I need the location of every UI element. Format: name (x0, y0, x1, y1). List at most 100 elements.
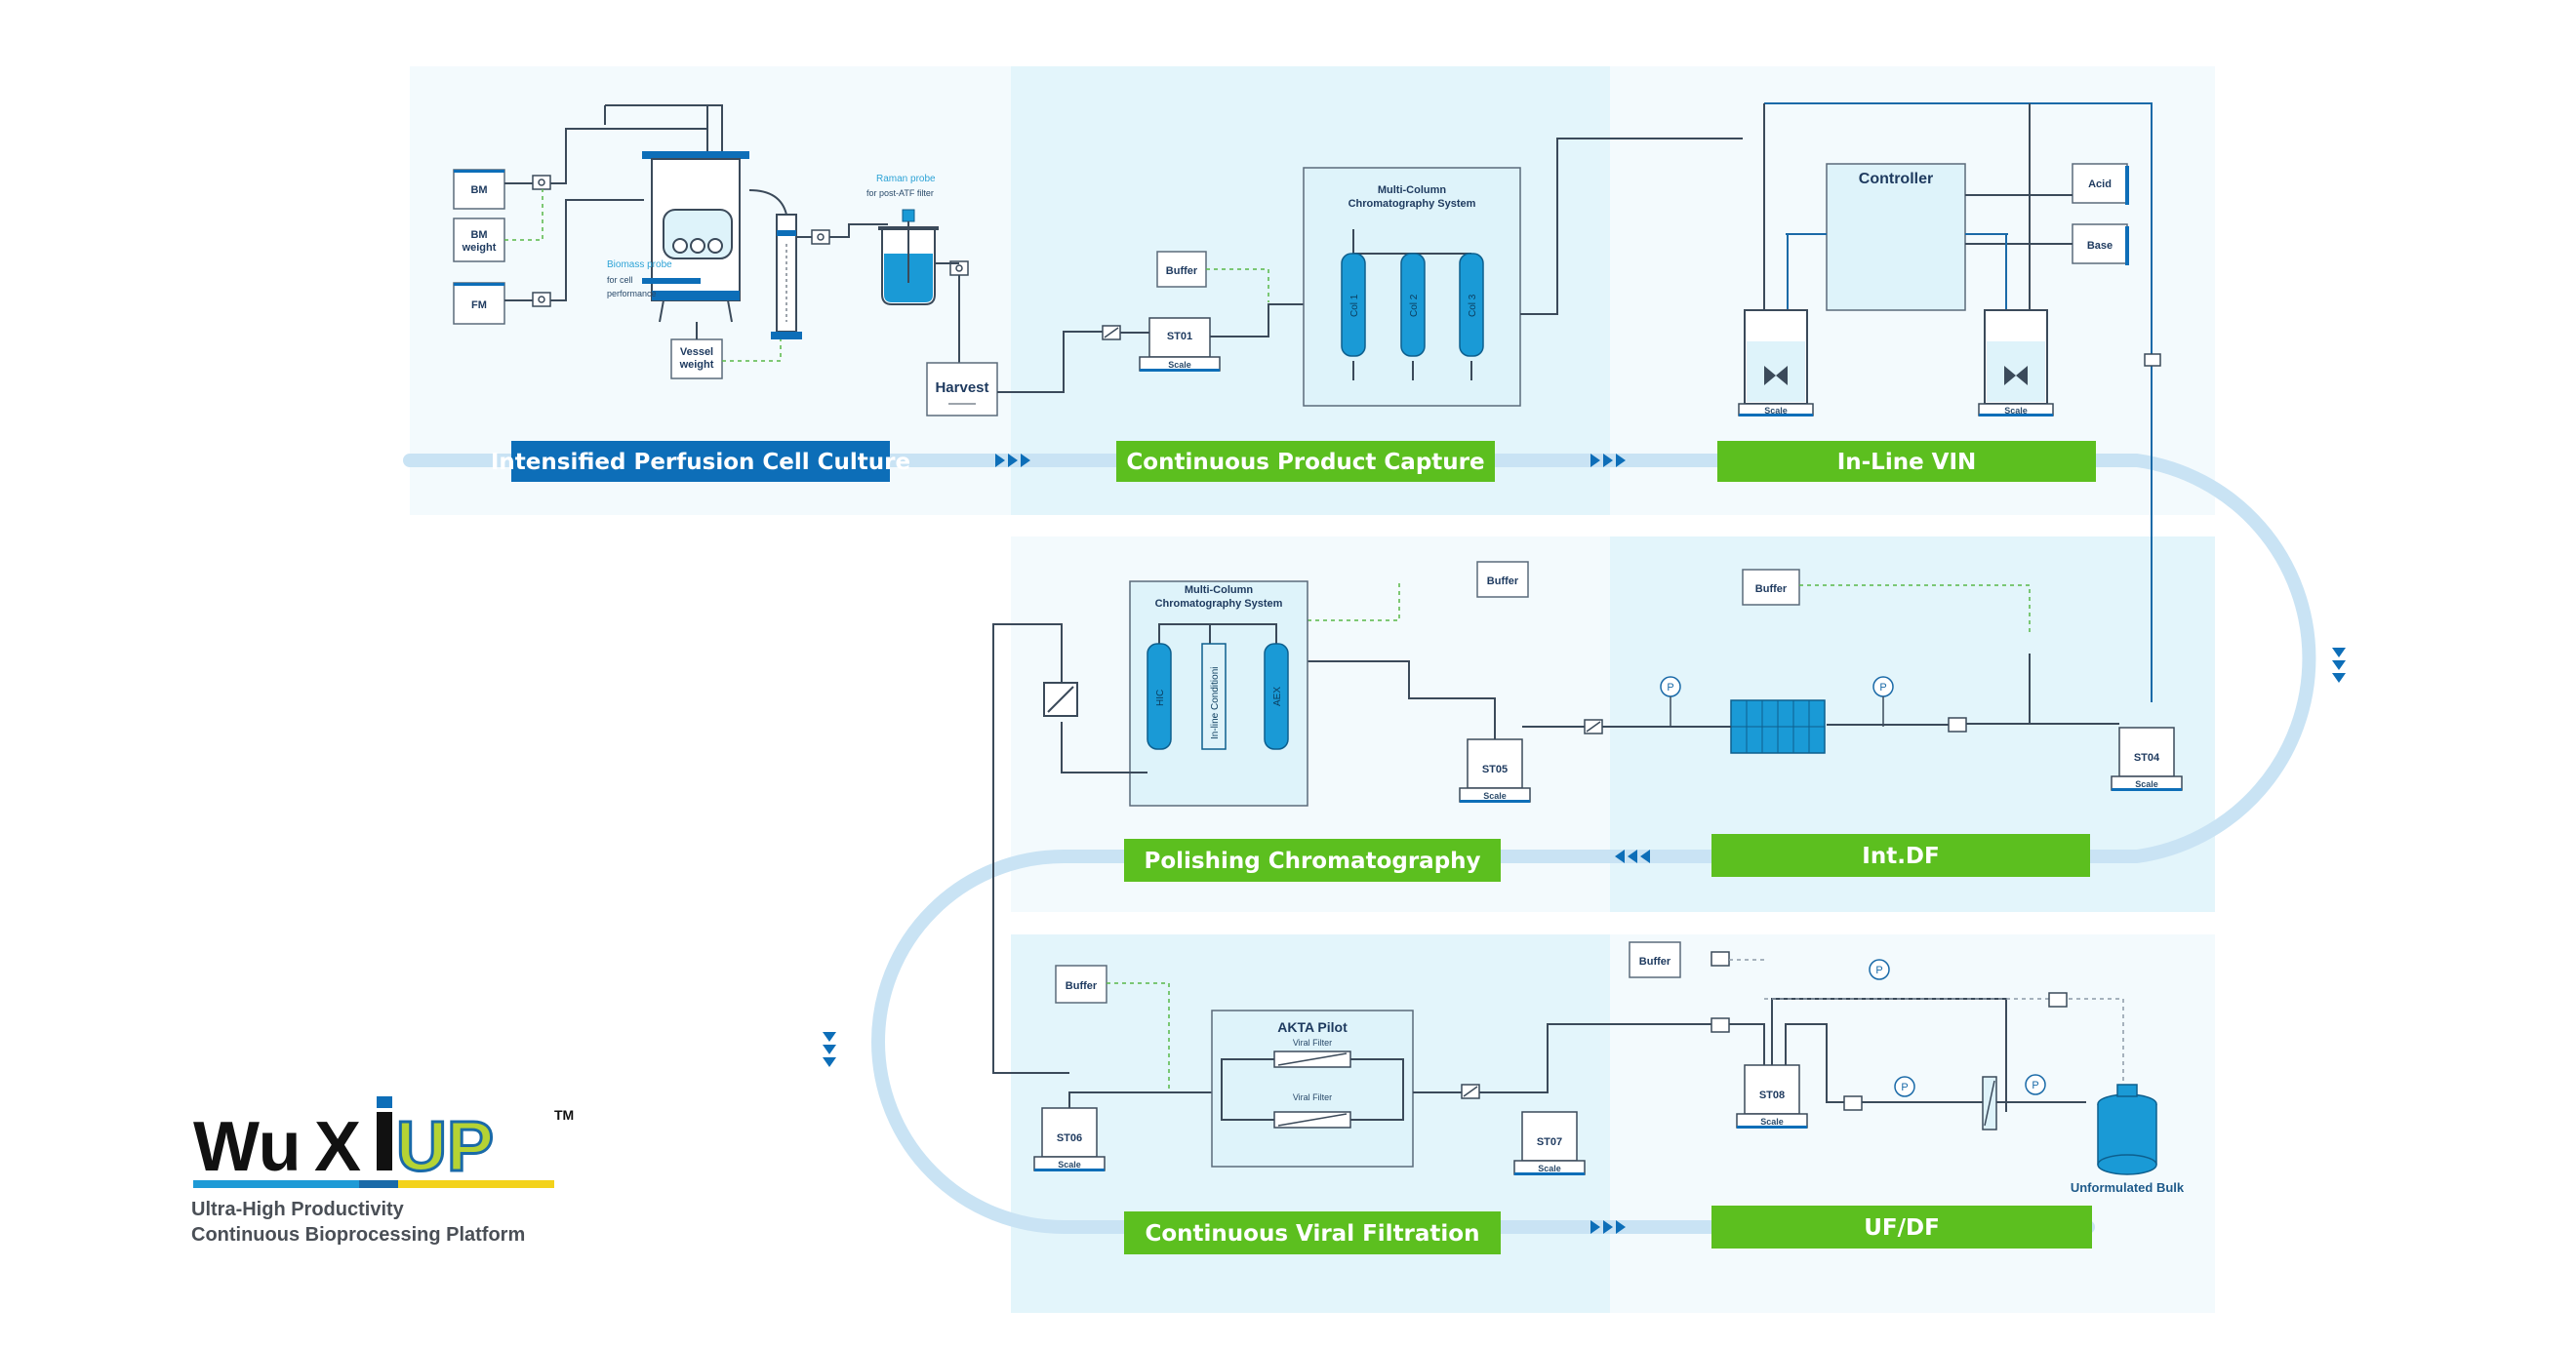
polishing-buffer-box: Buffer (1476, 561, 1529, 598)
mccs-capture-label-2: Chromatography System (1348, 198, 1476, 210)
controller-label: Controller (1859, 171, 1933, 187)
arrow-right-2 (1590, 454, 1626, 467)
st05-scale-label: Scale (1483, 791, 1507, 801)
st08-label: ST08 (1759, 1090, 1785, 1101)
capture-buffer-label: Buffer (1166, 265, 1198, 277)
polishing-section: Buffer Multi-Column Chromatography Syste… (992, 561, 1529, 1074)
intdf-buffer-label: Buffer (1755, 583, 1788, 595)
akta-label: AKTA Pilot (1277, 1019, 1348, 1035)
stage-label-s5: Polishing Chromatography (1144, 849, 1480, 874)
aex-label: AEX (1272, 687, 1283, 706)
acid-box: Acid (2072, 163, 2129, 205)
harvest-box: Harvest (926, 362, 998, 416)
stage-label-s6: Continuous Viral Filtration (1146, 1221, 1480, 1247)
st06-tank: ST06 Scale (1033, 1107, 1106, 1171)
st01-label: ST01 (1167, 331, 1192, 342)
base-label: Base (2087, 240, 2113, 252)
bm-weight-box: BM weight (453, 218, 505, 262)
raman-probe-label: Raman probe (876, 174, 936, 184)
logo-wu: Wu (193, 1108, 302, 1186)
mccs-polishing-label-2: Chromatography System (1155, 598, 1283, 610)
ufdf-buffer-label: Buffer (1639, 956, 1671, 968)
ufdf-pressure-label-1: P (1875, 965, 1882, 976)
base-box: Base (2072, 223, 2129, 265)
bm-box: BM (453, 169, 505, 210)
stage-viral-filtration: Continuous Viral Filtration (1124, 1211, 1501, 1254)
bioreactor (642, 151, 749, 323)
logo-bar-darkblue (359, 1180, 398, 1188)
intdf-buffer-box: Buffer (1742, 569, 1800, 606)
mccs-capture: Multi-Column Chromatography System Col 1… (1303, 167, 1521, 407)
st06-scale-label: Scale (1058, 1160, 1081, 1170)
int-df-section: Buffer ST04 Scale P P (1459, 569, 2183, 803)
st07-scale-label: Scale (1538, 1164, 1561, 1173)
atf-filter (748, 189, 802, 339)
st05-label: ST05 (1482, 764, 1508, 775)
viral-filtration-section: Buffer ST06 Scale AKTA Pilot Viral Filte… (1033, 965, 1719, 1175)
unformulated-bulk-label: Unformulated Bulk (2071, 1180, 2185, 1195)
st01-tank: ST01 Scale (1139, 317, 1221, 372)
pressure-indicators: P P (1660, 676, 1894, 727)
unformulated-bulk-tank: Unformulated Bulk (2071, 1084, 2185, 1195)
flow-arrows (823, 454, 2346, 1234)
stage-product-capture: Continuous Product Capture (1116, 441, 1495, 482)
inline-vin-section: Controller Acid Base Scale (1738, 102, 2161, 702)
stage-polishing: Polishing Chromatography (1124, 839, 1501, 882)
ufdf-pressure-indicators: P P P (1869, 959, 2046, 1097)
acid-label: Acid (2088, 178, 2112, 190)
viral-buffer-label: Buffer (1066, 980, 1098, 992)
logo-bar-blue (193, 1180, 359, 1188)
fm-label: FM (471, 299, 487, 311)
bm-weight-label-1: BM (470, 229, 487, 241)
controller-panel: Controller (1826, 163, 1966, 311)
harvest-label: Harvest (935, 379, 988, 396)
pressure-label-1: P (1667, 682, 1673, 694)
mccs-polishing: Multi-Column Chromatography System HIC I… (1129, 580, 1308, 807)
mccs-capture-label-1: Multi-Column (1378, 184, 1447, 196)
raman-probe-label-2: for post-ATF filter (866, 188, 934, 198)
polishing-buffer-label: Buffer (1487, 575, 1519, 587)
vin-left-scale-label: Scale (1764, 406, 1788, 416)
logo-tagline-2: Continuous Bioprocessing Platform (191, 1224, 525, 1246)
logo-up: UP (396, 1108, 494, 1186)
stage-intensified-perfusion: Intensified Perfusion Cell Culture (491, 441, 910, 482)
ufdf-pressure-label-3: P (2032, 1080, 2038, 1091)
fm-box: FM (453, 282, 505, 325)
col1-label: Col 1 (1349, 294, 1360, 317)
stage-label-s3: In-Line VIN (1837, 450, 1977, 475)
arrow-left (1615, 850, 1650, 863)
arrow-down-left (823, 1032, 836, 1067)
st07-tank: ST07 Scale (1513, 1111, 1586, 1175)
biomass-probe-label: Biomass probe (607, 259, 672, 270)
ufdf-membrane (1982, 1076, 1997, 1130)
vin-tank-right: Scale (1978, 309, 2054, 416)
stage-int-df: Int.DF (1711, 834, 2090, 877)
ufdf-buffer-box: Buffer (1629, 941, 1681, 978)
logo-tagline-1: Ultra-High Productivity (191, 1199, 405, 1220)
arrow-right-1 (995, 454, 1030, 467)
stage-label-s4: Int.DF (1862, 844, 1939, 869)
vin-tank-left: Scale (1738, 309, 1814, 416)
stage-label-s7: UF/DF (1864, 1215, 1940, 1241)
st04-label: ST04 (2134, 752, 2160, 764)
pressure-label-2: P (1879, 682, 1886, 694)
harvest-tank (878, 209, 939, 305)
arrow-down-right (2332, 648, 2346, 683)
stage-label-s1: Intensified Perfusion Cell Culture (491, 450, 910, 475)
stage-inline-vin: In-Line VIN (1717, 441, 2096, 482)
st08-scale-label: Scale (1760, 1117, 1784, 1127)
logo-i-dot (377, 1096, 392, 1108)
viral-filter-label-1: Viral Filter (1293, 1038, 1332, 1048)
st04-scale-label: Scale (2135, 779, 2158, 789)
st05-tank: ST05 Scale (1459, 738, 1531, 803)
bm-weight-label-2: weight (462, 242, 497, 254)
hic-label: HIC (1155, 690, 1166, 706)
arrow-right-3 (1590, 1220, 1626, 1234)
stage-label-s2: Continuous Product Capture (1126, 450, 1484, 475)
col3-label: Col 3 (1468, 294, 1478, 317)
st04-tank: ST04 Scale (2111, 727, 2183, 791)
col2-label: Col 2 (1409, 294, 1420, 317)
biomass-probe-label-2: for cell (607, 275, 633, 285)
logo-bar-yellow (398, 1180, 554, 1188)
